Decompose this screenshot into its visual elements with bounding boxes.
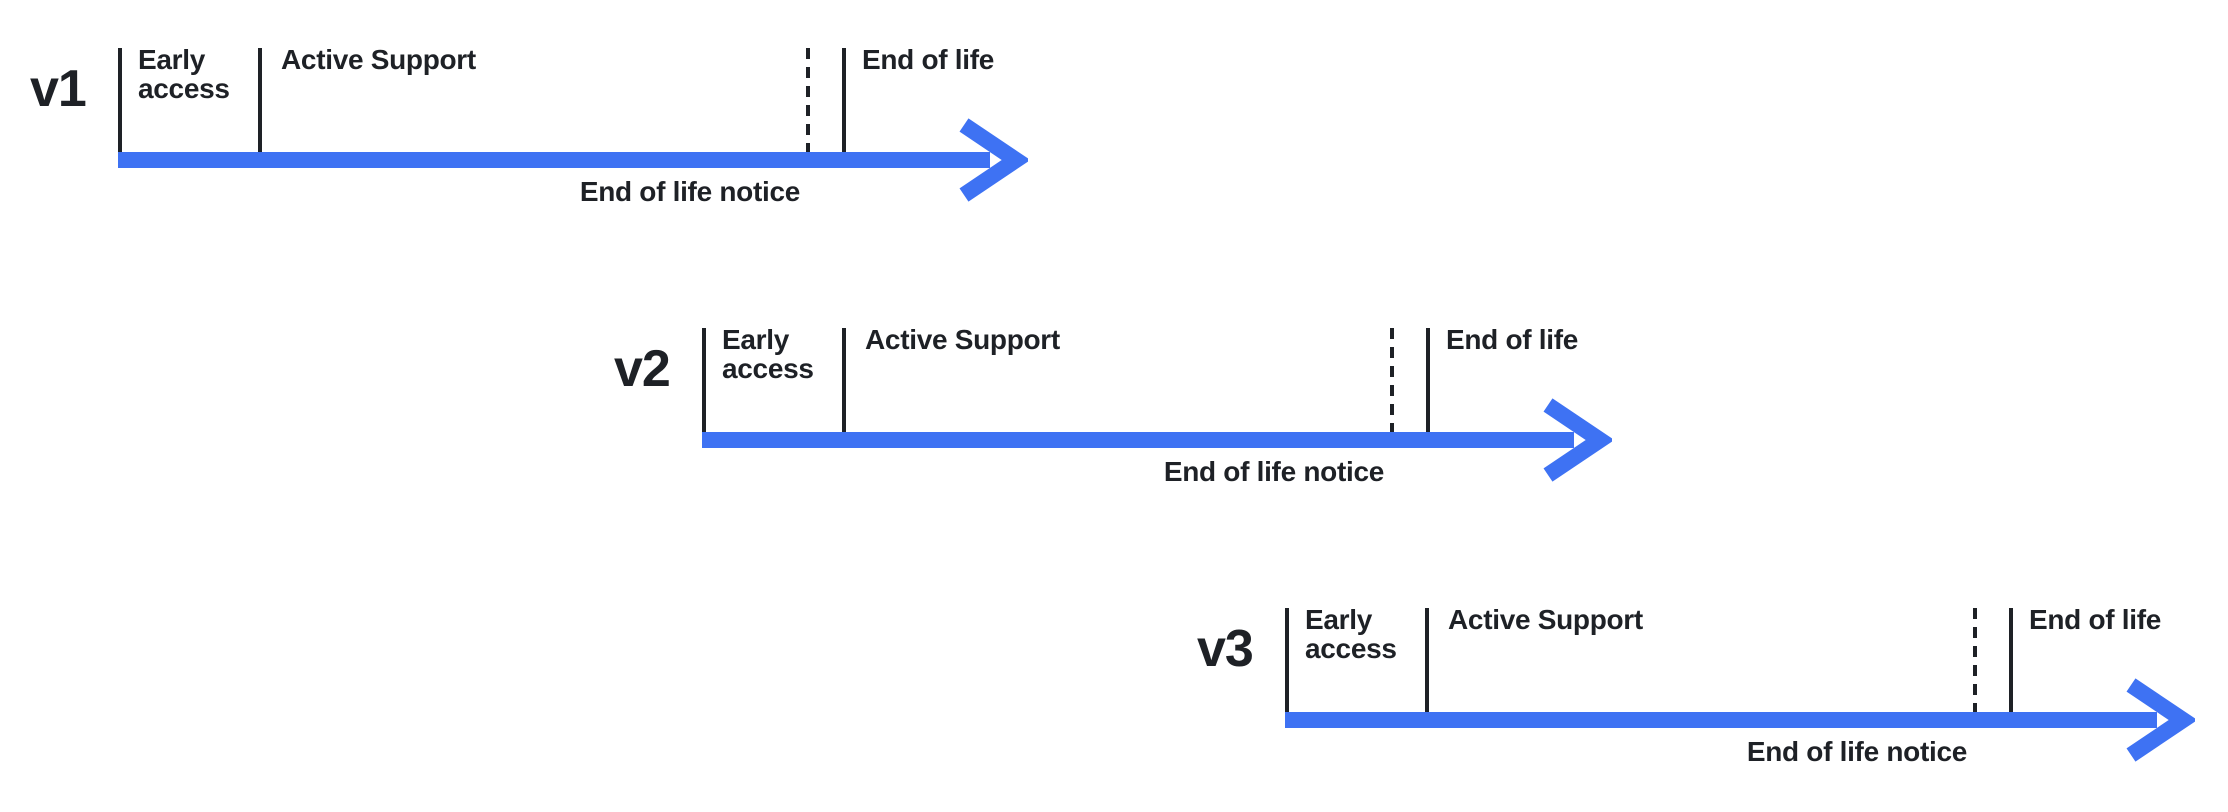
end-of-life-tick bbox=[2009, 608, 2013, 712]
version-label: v3 bbox=[1197, 620, 1254, 678]
early-access-start-tick bbox=[702, 328, 706, 432]
timeline-arrow-icon bbox=[118, 118, 1028, 202]
timeline-v2: v2 Early access Active Support End of li… bbox=[614, 324, 1662, 518]
active-support-label: Active Support bbox=[281, 44, 476, 75]
early-access-label: Early access bbox=[1305, 604, 1397, 664]
early-access-start-tick bbox=[118, 48, 122, 152]
eol-notice-dashed-line bbox=[806, 48, 810, 152]
active-support-start-tick bbox=[258, 48, 262, 152]
end-of-life-tick bbox=[1426, 328, 1430, 432]
active-support-start-tick bbox=[842, 328, 846, 432]
early-access-label: Early access bbox=[138, 44, 230, 104]
active-support-label: Active Support bbox=[1448, 604, 1643, 635]
timeline-arrow-icon bbox=[702, 398, 1612, 482]
end-of-life-label: End of life bbox=[1446, 324, 1579, 355]
end-of-life-tick bbox=[842, 48, 846, 152]
active-support-start-tick bbox=[1425, 608, 1429, 712]
version-label: v1 bbox=[30, 60, 87, 118]
end-of-life-notice-label: End of life notice bbox=[1163, 456, 1384, 487]
eol-notice-dashed-line bbox=[1390, 328, 1394, 432]
timeline-v3: v3 Early access Active Support End of li… bbox=[1197, 604, 2228, 798]
end-of-life-label: End of life bbox=[2029, 604, 2162, 635]
active-support-label: Active Support bbox=[865, 324, 1060, 355]
end-of-life-notice-label: End of life notice bbox=[1746, 736, 1967, 767]
eol-notice-dashed-line bbox=[1973, 608, 1977, 712]
timeline-v1: v1 Early access Active Support End of li… bbox=[30, 44, 1078, 238]
end-of-life-notice-label: End of life notice bbox=[579, 176, 800, 207]
end-of-life-label: End of life bbox=[862, 44, 995, 75]
early-access-label: Early access bbox=[722, 324, 814, 384]
early-access-start-tick bbox=[1285, 608, 1289, 712]
version-label: v2 bbox=[614, 340, 671, 398]
timeline-arrow-icon bbox=[1285, 678, 2195, 762]
